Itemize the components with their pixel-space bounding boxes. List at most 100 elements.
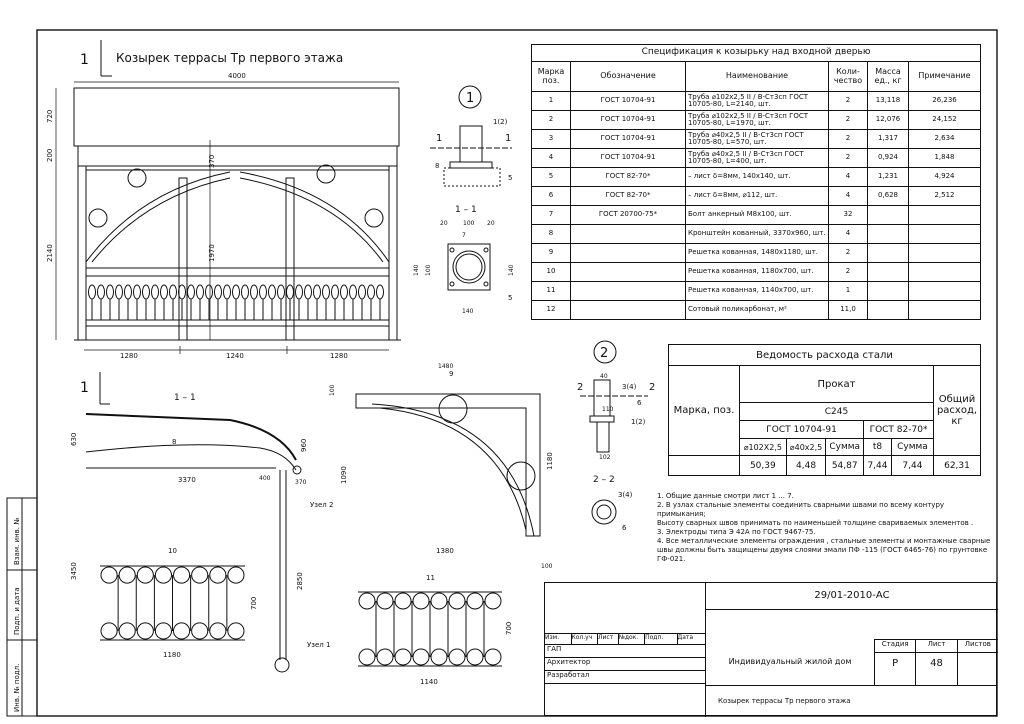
- grille-ring-top: [448, 592, 466, 610]
- spec-col-des: Обозначение: [570, 61, 686, 92]
- node1-label-5: 5: [508, 174, 512, 182]
- node2-label-12: 1(2): [631, 418, 646, 426]
- baluster-ring: [358, 284, 366, 300]
- bracket-label-9: 9: [449, 370, 453, 378]
- baluster-ring: [277, 284, 285, 300]
- dim-2850: 2850: [296, 572, 304, 590]
- node1-ref: Узел 1: [307, 641, 330, 649]
- grille-10-label: 10: [168, 547, 177, 555]
- node1-number: 1: [466, 91, 474, 106]
- dim-1970: 1970: [208, 244, 216, 262]
- node1-dim-20b: 20: [487, 220, 495, 227]
- spec-cell-qty: 1: [828, 281, 868, 301]
- grille-ring-bottom: [118, 622, 136, 640]
- spec-cell-name: Решетка кованная, 1480х1180, шт.: [685, 243, 829, 263]
- grille-ring-bottom: [358, 648, 376, 666]
- spec-cell-pos: 12: [531, 300, 571, 320]
- sheet-info: Стадия Лист Листов Р 48: [874, 639, 998, 686]
- node1-label-8: 8: [435, 162, 439, 170]
- baluster-ring: [142, 284, 150, 300]
- baluster-ring: [214, 284, 222, 300]
- grille-ring-top: [136, 566, 154, 584]
- spec-cell-mass: 0,628: [867, 186, 909, 206]
- steel-table: Ведомость расхода стали Марка, поз. Прок…: [668, 344, 981, 476]
- spec-col-mass: Масса ед., кг: [867, 61, 909, 92]
- grille-ring-top: [209, 566, 227, 584]
- node1-label-12: 1(2): [493, 118, 508, 126]
- baluster-ring: [250, 284, 258, 300]
- dim-2140: 2140: [46, 244, 54, 262]
- main-view-title: Козырек террасы Тр первого этажа: [116, 51, 343, 65]
- node2-label-34b: 3(4): [618, 491, 633, 499]
- spec-cell-pos: 6: [531, 186, 571, 206]
- dim-4000: 4000: [228, 72, 246, 80]
- grille-ring-bottom: [430, 648, 448, 666]
- steel-v2: 4,48: [785, 455, 827, 476]
- node2-number: 2: [600, 346, 608, 361]
- baluster-ring: [241, 284, 249, 300]
- sheets-header: Листов: [964, 640, 991, 648]
- steel-c5: Сумма: [890, 438, 935, 456]
- note-1: 1. Общие данные смотри лист 1 ... 7.: [657, 492, 794, 500]
- spec-cell-note: 2,512: [908, 186, 981, 206]
- node1-dim-140-bottom: 140: [462, 308, 474, 315]
- grille-11-label: 11: [426, 574, 435, 582]
- node1-drawing: [430, 85, 512, 291]
- spec-col-name: Наименование: [685, 61, 829, 92]
- grille-10-height: 700: [250, 597, 258, 610]
- spec-col-pos: Марка поз.: [531, 61, 571, 92]
- spec-cell-mass: [867, 262, 909, 282]
- roles: ГАП Архитектор Разработал: [545, 644, 705, 684]
- spec-cell-name: – лист δ=8мм, 140х140, шт.: [685, 167, 829, 187]
- dim-200: 200: [46, 149, 54, 162]
- grille-ring-bottom: [466, 648, 484, 666]
- steel-c2: ⌀40х2,5: [785, 438, 827, 456]
- spec-cell-note: [908, 243, 981, 263]
- project-name: Индивидуальный жилой дом: [728, 657, 852, 666]
- node2-label-6b: 6: [622, 524, 627, 532]
- steel-v6: 62,31: [933, 455, 981, 476]
- note-2: 2. В узлах стальные элементы соединить с…: [657, 501, 945, 518]
- balusters: [88, 284, 384, 320]
- baluster-ring: [286, 284, 294, 300]
- spec-cell-des: ГОСТ 10704-91: [570, 110, 686, 130]
- spec-cell-name: Решетка кованная, 1140х700, шт.: [685, 281, 829, 301]
- dim-370-b: 370: [295, 479, 307, 486]
- spec-cell-des: [570, 243, 686, 263]
- bracket-dim-1380: 1380: [436, 547, 454, 555]
- grille-ring-top: [394, 592, 412, 610]
- node1-label-5b: 5: [508, 294, 512, 302]
- spec-cell-qty: 11,0: [828, 300, 868, 320]
- spec-cell-pos: 4: [531, 148, 571, 168]
- steel-mark: Марка, поз.: [668, 365, 740, 456]
- spec-cell-qty: 4: [828, 224, 868, 244]
- baluster-ring: [124, 284, 132, 300]
- spec-cell-pos: 7: [531, 205, 571, 225]
- node2-ref: Узел 2: [310, 501, 333, 509]
- bracket-dim-100-b: 100: [541, 563, 553, 570]
- steel-gost1: ГОСТ 10704-91: [738, 420, 865, 439]
- sheets-value: [958, 653, 998, 686]
- grille-ring-top: [118, 566, 136, 584]
- spec-cell-des: ГОСТ 20700-75*: [570, 205, 686, 225]
- spec-cell-pos: 3: [531, 129, 571, 149]
- rev-col-qty: Кол.уч: [572, 634, 598, 644]
- main-view: [73, 40, 401, 341]
- main-dims: [55, 81, 399, 354]
- steel-prokat: Прокат: [739, 365, 934, 403]
- spec-cell-des: [570, 281, 686, 301]
- grille-10-drawing: [100, 565, 245, 641]
- steel-c3: Сумма: [825, 438, 865, 456]
- node1-section-title: 1 – 1: [455, 205, 477, 215]
- bracket-9-drawing: [355, 393, 541, 537]
- spec-cell-mass: 1,317: [867, 129, 909, 149]
- spec-cell-qty: 4: [828, 186, 868, 206]
- grille-11-width: 1140: [420, 678, 438, 686]
- bracket-dim-1180: 1180: [546, 452, 554, 470]
- spec-cell-des: ГОСТ 10704-91: [570, 129, 686, 149]
